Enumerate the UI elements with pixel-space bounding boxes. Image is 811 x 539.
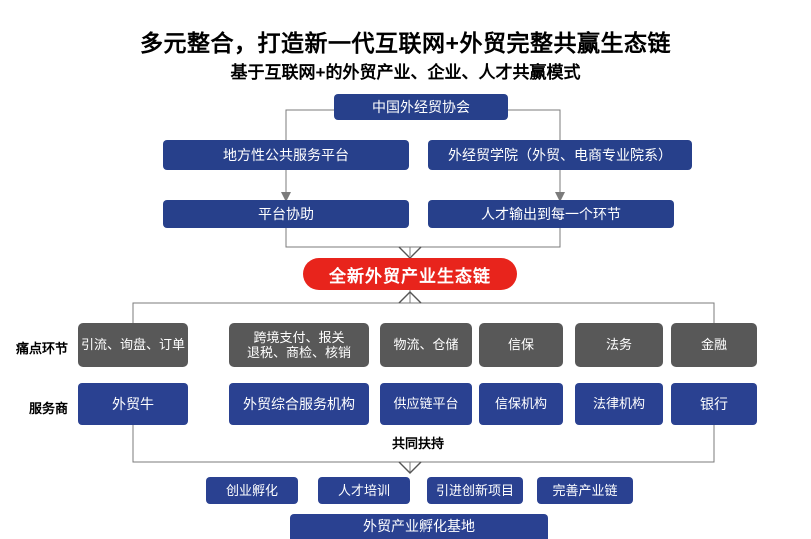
provider-cell-4[interactable]: 信保机构 — [479, 383, 563, 425]
node-talent-output[interactable]: 人才输出到每一个环节 — [428, 200, 674, 228]
node-local-platform[interactable]: 地方性公共服务平台 — [163, 140, 409, 170]
pain-cell-2[interactable]: 跨境支付、报关 退税、商检、核销 — [229, 323, 369, 367]
pain-cell-5-label: 法务 — [605, 337, 632, 353]
node-platform-assist-label: 平台协助 — [258, 205, 314, 222]
pain-cell-3[interactable]: 物流、仓储 — [380, 323, 472, 367]
pain-cell-1-label: 引流、询盘、订单 — [80, 337, 185, 353]
provider-cell-2[interactable]: 外贸综合服务机构 — [229, 383, 369, 425]
provider-cell-5-label: 法律机构 — [592, 396, 645, 412]
provider-cell-6[interactable]: 银行 — [671, 383, 757, 425]
row-label-provider-text: 服务商 — [28, 401, 68, 416]
pain-cell-5[interactable]: 法务 — [575, 323, 663, 367]
support-item-1[interactable]: 创业孵化 — [206, 477, 298, 504]
support-label-text: 共同扶持 — [391, 436, 444, 451]
node-college[interactable]: 外经贸学院（外贸、电商专业院系） — [428, 140, 692, 170]
provider-cell-2-label: 外贸综合服务机构 — [243, 395, 355, 412]
node-local-platform-label: 地方性公共服务平台 — [223, 146, 349, 163]
support-item-3[interactable]: 引进创新项目 — [427, 477, 523, 504]
support-item-2-label: 人才培训 — [337, 482, 390, 498]
page-title: 多元整合，打造新一代互联网+外贸完整共赢生态链 — [140, 30, 671, 56]
node-college-label: 外经贸学院（外贸、电商专业院系） — [448, 146, 672, 163]
node-root[interactable]: 中国外经贸协会 — [334, 94, 508, 120]
provider-cell-3-label: 供应链平台 — [393, 396, 459, 412]
pain-cell-2-label: 跨境支付、报关 退税、商检、核销 — [246, 329, 351, 360]
pain-cell-6[interactable]: 金融 — [671, 323, 757, 367]
support-label: 共同扶持 — [352, 433, 484, 452]
pain-cell-6-label: 金融 — [700, 337, 727, 353]
node-root-label: 中国外经贸协会 — [372, 98, 470, 115]
provider-cell-1[interactable]: 外贸牛 — [78, 383, 188, 425]
pain-cell-1[interactable]: 引流、询盘、订单 — [78, 323, 188, 367]
node-platform-assist[interactable]: 平台协助 — [163, 200, 409, 228]
ecosystem-pill-label: 全新外贸产业生态链 — [329, 266, 491, 286]
provider-cell-4-label: 信保机构 — [494, 396, 547, 412]
row-label-pain: 痛点环节 — [0, 338, 68, 357]
node-talent-output-label: 人才输出到每一个环节 — [481, 205, 621, 222]
support-item-3-label: 引进创新项目 — [435, 482, 514, 498]
page-subtitle: 基于互联网+的外贸产业、企业、人才共赢模式 — [230, 63, 581, 82]
provider-cell-5[interactable]: 法律机构 — [575, 383, 663, 425]
incubation-base[interactable]: 外贸产业孵化基地 — [290, 514, 548, 539]
support-item-4-label: 完善产业链 — [552, 482, 618, 498]
pain-cell-4[interactable]: 信保 — [479, 323, 563, 367]
support-item-1-label: 创业孵化 — [225, 482, 278, 498]
pain-cell-4-label: 信保 — [507, 337, 534, 353]
ecosystem-pill[interactable]: 全新外贸产业生态链 — [303, 258, 517, 290]
incubation-base-label: 外贸产业孵化基地 — [363, 518, 475, 535]
support-item-4[interactable]: 完善产业链 — [537, 477, 633, 504]
row-label-pain-text: 痛点环节 — [15, 341, 68, 356]
row-label-provider: 服务商 — [0, 398, 68, 417]
provider-cell-6-label: 银行 — [700, 395, 728, 412]
pain-cell-3-label: 物流、仓储 — [393, 337, 459, 353]
provider-cell-1-label: 外贸牛 — [112, 395, 154, 412]
support-item-2[interactable]: 人才培训 — [318, 477, 410, 504]
provider-cell-3[interactable]: 供应链平台 — [380, 383, 472, 425]
